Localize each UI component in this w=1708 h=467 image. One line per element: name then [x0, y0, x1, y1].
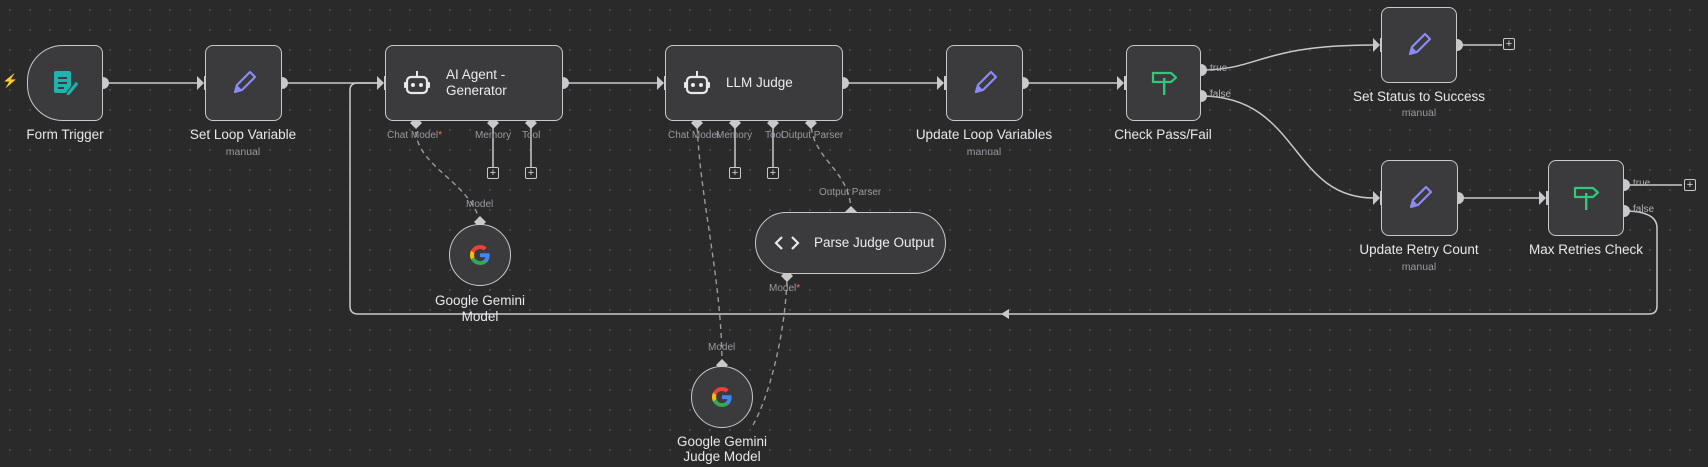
- node-title: LLM Judge: [726, 75, 793, 90]
- node-set-loop-variable[interactable]: [205, 45, 282, 121]
- wire-gemini-judge-to-judge: [696, 122, 723, 366]
- robot-icon: [402, 68, 432, 98]
- robot-icon: [682, 68, 712, 98]
- port-label-chat-model: Chat Model: [668, 130, 720, 141]
- node-title: Parse Judge Output: [814, 235, 935, 250]
- node-subtitle: manual: [1401, 261, 1437, 273]
- wire-true-to-success: [1200, 44, 1375, 71]
- node-title: Update Loop Variables: [915, 127, 1053, 142]
- node-title: Set Loop Variable: [189, 127, 297, 142]
- add-tool-button[interactable]: +: [767, 167, 779, 179]
- add-tool-button[interactable]: +: [525, 167, 537, 179]
- form-edit-icon: [50, 68, 80, 98]
- code-brackets-icon: [774, 233, 800, 253]
- node-title-line1: Google Gemini: [434, 293, 526, 308]
- port-label-output-parser: Output Parser: [819, 187, 882, 198]
- node-title: Max Retries Check: [1528, 242, 1644, 257]
- wire-false-to-retry: [1200, 95, 1375, 199]
- port-label-model: Model: [466, 199, 494, 210]
- node-title-line2: Model: [461, 309, 499, 324]
- node-subtitle: manual: [1401, 107, 1437, 119]
- pencil-icon: [229, 68, 259, 98]
- pencil-icon: [1404, 30, 1434, 60]
- add-node-button[interactable]: +: [1684, 179, 1696, 191]
- output-label-false: false: [1210, 89, 1232, 100]
- pencil-icon: [1405, 183, 1435, 213]
- port-label-memory: Memory: [475, 130, 512, 141]
- add-node-button[interactable]: +: [1503, 38, 1515, 50]
- port-label-model: Model*: [769, 283, 801, 294]
- signpost-icon: [1571, 183, 1601, 213]
- wire-loop-back: [349, 82, 1658, 315]
- node-title-line1: AI Agent -: [446, 67, 506, 82]
- port-label-tool: Tool: [522, 130, 541, 141]
- add-memory-button[interactable]: +: [729, 167, 741, 179]
- node-max-retries-check[interactable]: [1548, 160, 1624, 236]
- pencil-icon: [970, 68, 1000, 98]
- node-subtitle: manual: [225, 146, 261, 158]
- node-title: Update Retry Count: [1359, 242, 1479, 257]
- output-label-true: true: [1633, 178, 1651, 189]
- google-g-icon: [710, 385, 734, 409]
- output-label-false: false: [1633, 204, 1655, 215]
- node-llm-judge[interactable]: LLM Judge: [665, 45, 843, 121]
- wire-gemini-judge-to-parser: [752, 275, 788, 426]
- node-title: Set Status to Success: [1352, 89, 1486, 104]
- node-google-gemini-model[interactable]: [449, 224, 511, 286]
- output-label-true: true: [1210, 63, 1228, 74]
- google-g-icon: [468, 243, 492, 267]
- node-google-gemini-judge-model[interactable]: [691, 366, 753, 428]
- node-parse-judge-output[interactable]: Parse Judge Output: [755, 212, 946, 274]
- signpost-icon: [1149, 68, 1179, 98]
- trigger-bolt-icon: ⚡: [2, 73, 19, 88]
- port-label-memory: Memory: [716, 130, 753, 141]
- port-label-model: Model: [708, 342, 736, 353]
- node-title-line2: Generator: [446, 83, 507, 98]
- node-title-line1: Google Gemini: [676, 434, 768, 449]
- node-subtitle: manual: [966, 146, 1002, 158]
- node-update-retry-count[interactable]: [1381, 160, 1458, 236]
- node-check-pass-fail[interactable]: [1126, 45, 1201, 121]
- port-label-tool: Tool: [765, 130, 784, 141]
- node-update-loop-variables[interactable]: [946, 45, 1023, 121]
- loop-arrow-head: [1001, 309, 1009, 319]
- wire-parser-to-judge: [810, 122, 852, 213]
- node-title: Form Trigger: [26, 127, 104, 142]
- node-title: Check Pass/Fail: [1114, 127, 1212, 142]
- node-form-trigger[interactable]: [27, 45, 103, 121]
- wire-gemini-to-agent: [415, 122, 481, 223]
- node-title-line2: Judge Model: [683, 449, 761, 464]
- node-set-status-success[interactable]: [1381, 7, 1457, 83]
- port-label-output-parser: Output Parser: [781, 130, 844, 141]
- port-label-chat-model: Chat Model*: [387, 130, 443, 141]
- add-memory-button[interactable]: +: [487, 167, 499, 179]
- node-ai-agent-generator[interactable]: AI Agent - Generator: [385, 45, 563, 121]
